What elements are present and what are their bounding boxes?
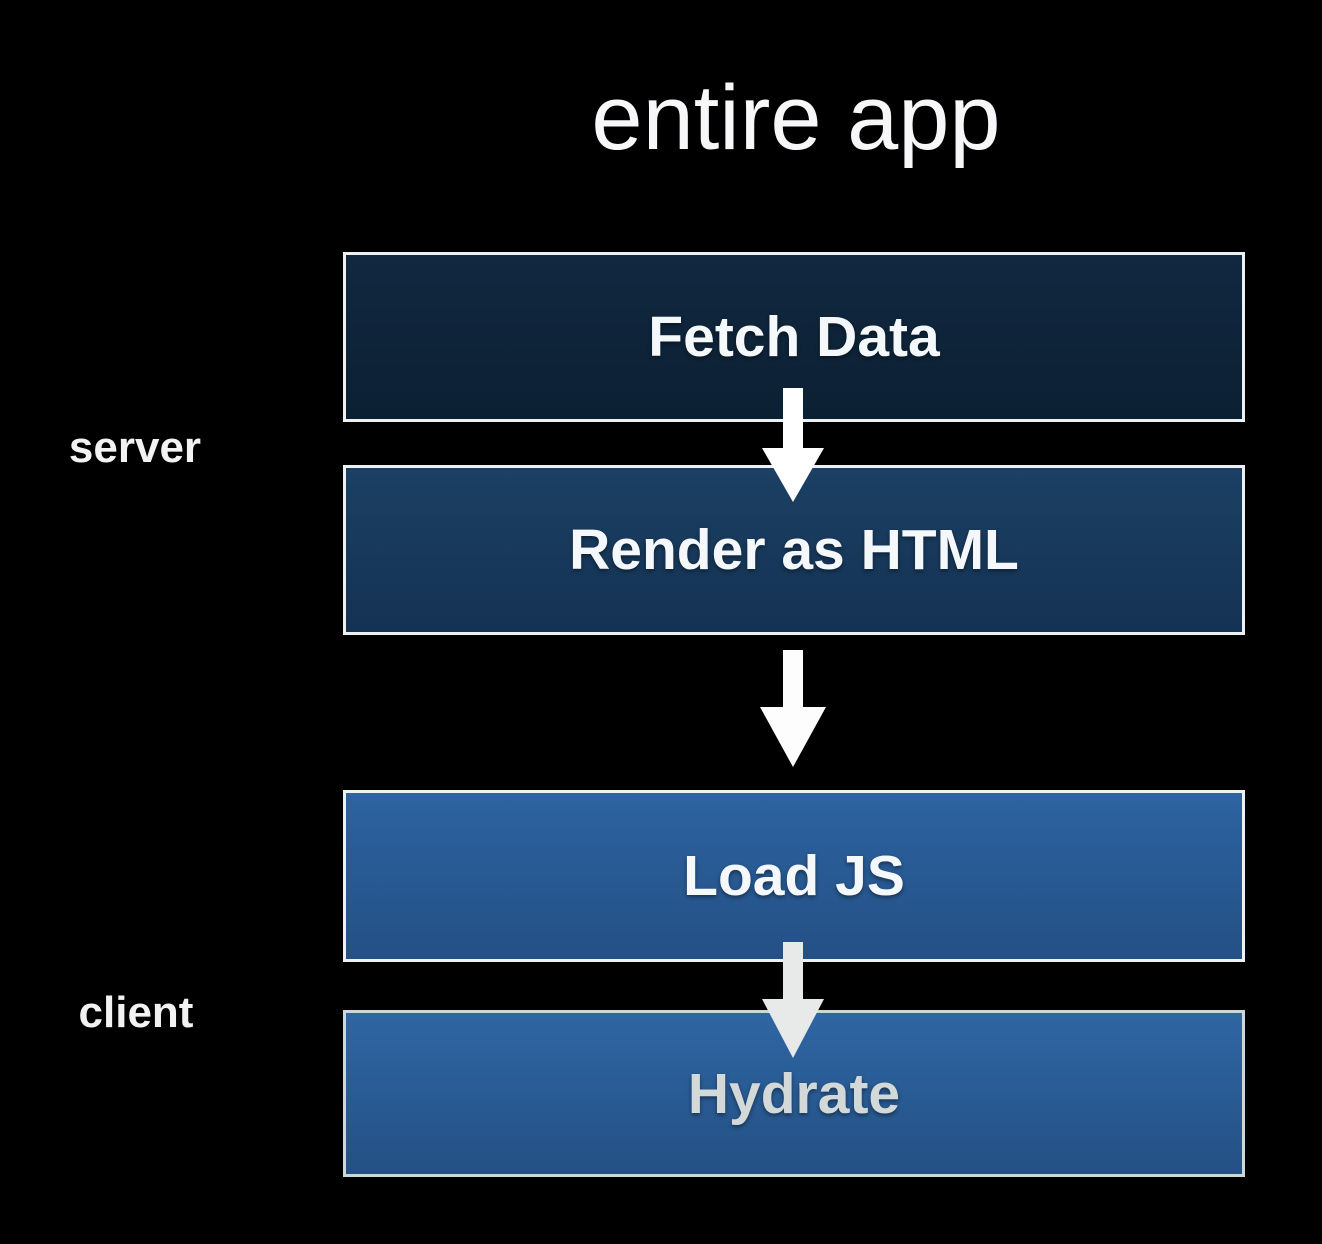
step-box-render-as-html: Render as HTML — [343, 465, 1245, 635]
step-box-fetch-data: Fetch Data — [343, 252, 1245, 422]
down-arrow-icon-2 — [760, 650, 826, 767]
client-zone-label: client — [78, 988, 194, 1037]
step-box-load-js: Load JS — [343, 790, 1245, 962]
step-box-hydrate: Hydrate — [343, 1010, 1245, 1177]
step-label-hydrate: Hydrate — [687, 1061, 901, 1126]
step-label-fetch-data: Fetch Data — [648, 305, 940, 369]
diagram-title: entire app — [591, 67, 1001, 169]
step-label-load-js: Load JS — [683, 844, 905, 908]
server-zone-label: server — [68, 423, 202, 472]
step-label-render-as-html: Render as HTML — [569, 518, 1019, 582]
